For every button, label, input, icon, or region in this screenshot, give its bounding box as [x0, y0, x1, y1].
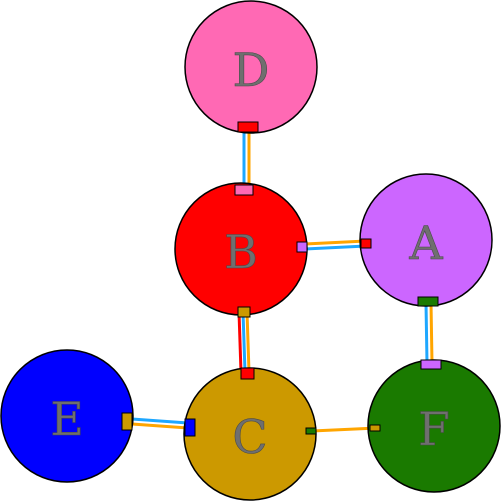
node-b[interactable]: B: [174, 182, 308, 316]
port-e-to-c: [121, 412, 133, 431]
node-e[interactable]: E: [0, 349, 134, 483]
edge-d-b: [242, 130, 251, 187]
node-c-label: C: [232, 410, 267, 464]
port-a-to-b: [360, 238, 372, 249]
node-f-label: F: [418, 402, 450, 456]
port-f-to-a: [420, 359, 442, 370]
node-e-label: E: [50, 392, 84, 446]
edges: [131, 130, 434, 433]
port-c-to-e: [184, 418, 196, 437]
node-a-label: A: [408, 216, 443, 270]
edge-c-f: [311, 426, 378, 433]
node-d-circle: [184, 0, 318, 134]
port-c-to-f: [305, 427, 317, 435]
port-f-to-c: [369, 424, 381, 432]
node-f[interactable]: F: [367, 359, 501, 493]
edge-e-c: [131, 417, 189, 430]
port-b-to-c: [237, 306, 251, 318]
edge-b-c: [237, 311, 251, 373]
port-b-to-d: [234, 184, 254, 196]
port-d-to-b: [237, 121, 259, 133]
node-c[interactable]: C: [183, 367, 317, 501]
node-e-circle: [0, 349, 134, 483]
port-c-to-b: [240, 367, 255, 380]
node-b-label: B: [224, 225, 258, 279]
node-a[interactable]: A: [359, 173, 493, 307]
port-a-to-f: [417, 296, 439, 307]
node-d[interactable]: D: [184, 0, 318, 134]
node-d-label: D: [233, 43, 270, 97]
edge-b-a: [304, 239, 367, 251]
edge-a-f: [424, 302, 434, 364]
port-b-to-a: [296, 241, 308, 253]
edge-ports: [121, 121, 442, 437]
